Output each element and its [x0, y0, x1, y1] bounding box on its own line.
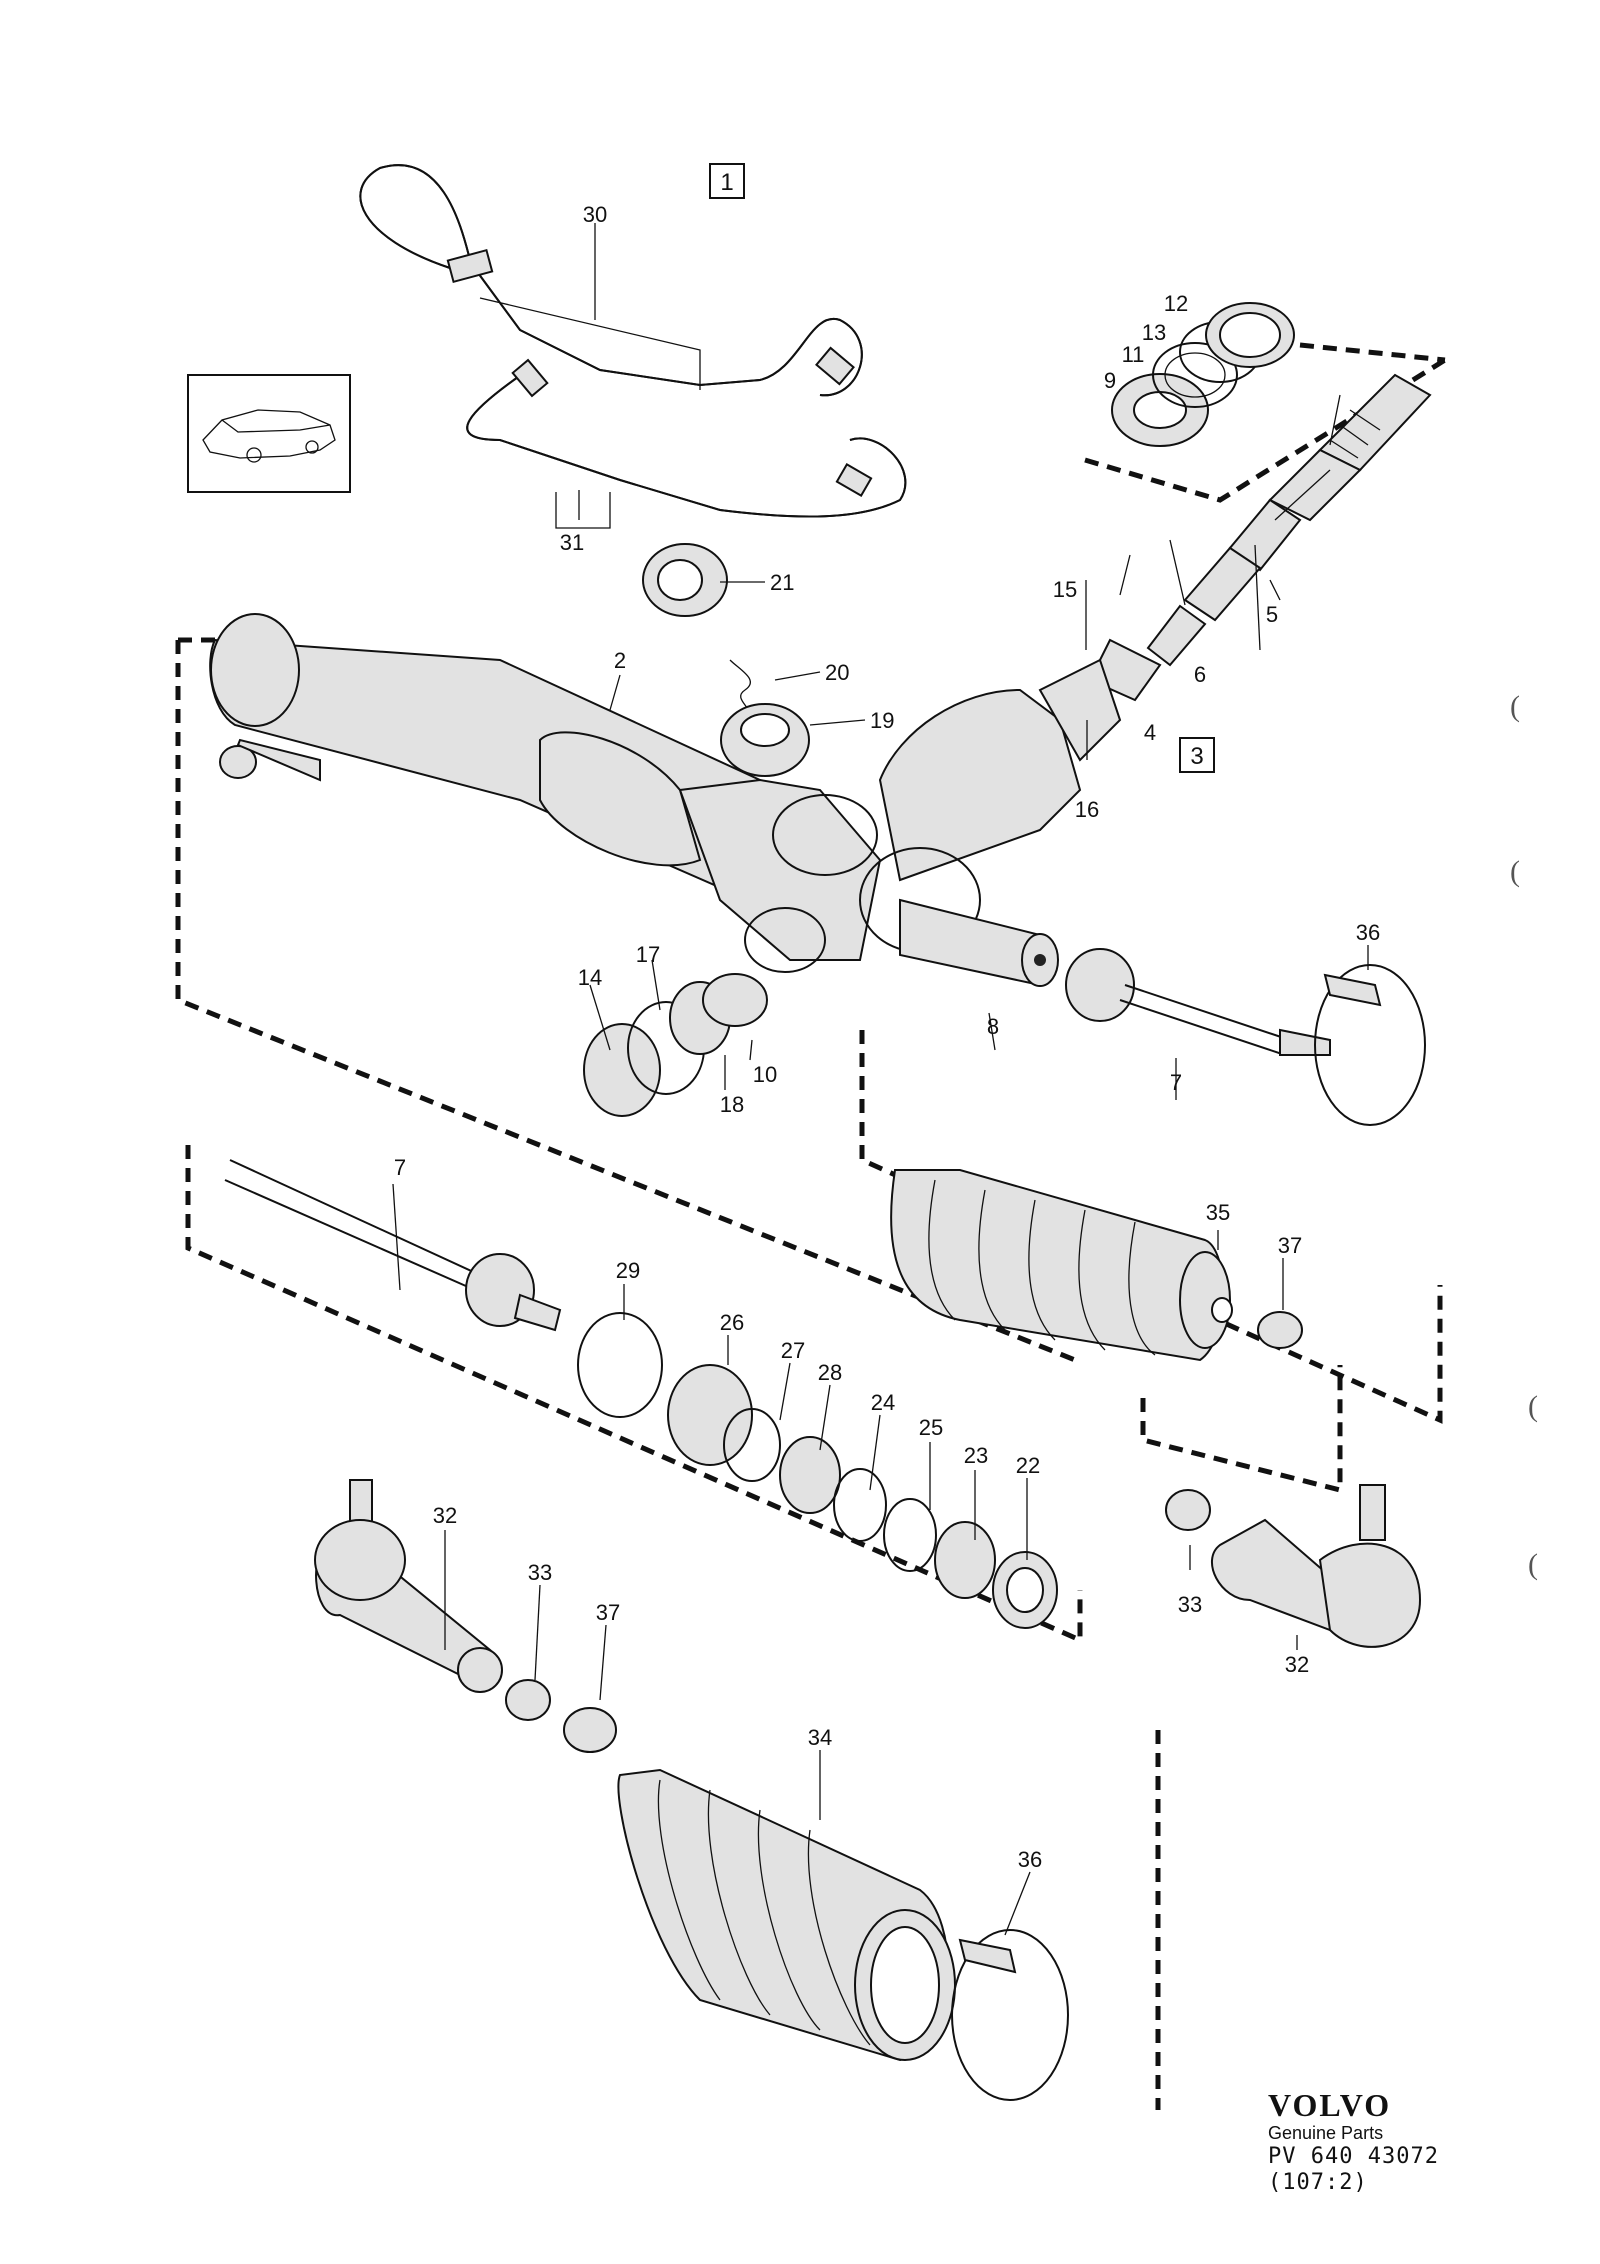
group-box-label: 3: [1190, 743, 1203, 770]
part-label-23: 23: [964, 1443, 988, 1468]
tie-rod-end-left: [314, 1479, 617, 1753]
tie-rod-end-right: [1165, 1484, 1422, 1648]
part-label-25: 25: [919, 1415, 943, 1440]
damper-set: [667, 1364, 1058, 1629]
ring-29: [577, 1312, 663, 1418]
part-label-22: 22: [1016, 1453, 1040, 1478]
part-label-17: 17: [636, 942, 660, 967]
part-label-24: 24: [871, 1390, 895, 1415]
part-label-32-left: 32: [433, 1503, 457, 1528]
part-label-21: 21: [770, 570, 794, 595]
clip-37-right: [1257, 1311, 1303, 1349]
clip-lower: [951, 1929, 1069, 2101]
margin-mark: (: [1510, 855, 1520, 888]
rubber-bellows-icon: [890, 1169, 1225, 1362]
part-label-10: 10: [753, 1062, 777, 1087]
part-label-11: 11: [1122, 342, 1145, 367]
part-label-6: 6: [1194, 662, 1206, 687]
part-label-12: 12: [1164, 291, 1188, 316]
part-label-20: 20: [825, 660, 849, 685]
part-label-19: 19: [870, 708, 894, 733]
part-label-8: 8: [987, 1014, 999, 1039]
part-label-27: 27: [781, 1338, 805, 1363]
bellows-left: [617, 1768, 956, 2062]
document-reference: (107:2): [1268, 2170, 1368, 2195]
inner-tie-rod-left: [224, 1159, 562, 1332]
inner-tie-rod-right: [1065, 948, 1331, 1056]
part-label-30: 30: [583, 202, 607, 227]
part-label-28: 28: [818, 1360, 842, 1385]
part-label-14: 14: [578, 965, 602, 990]
part-label-33-left: 33: [528, 1560, 552, 1585]
part-label-2: 2: [614, 648, 626, 673]
part-label-32-right: 32: [1285, 1652, 1309, 1677]
part-label-26: 26: [720, 1310, 744, 1335]
part-label-5: 5: [1266, 602, 1278, 627]
part-label-18: 18: [720, 1092, 744, 1117]
part-label-35: 35: [1206, 1200, 1230, 1225]
group-box-label: 1: [720, 169, 733, 196]
brand-subtitle: Genuine Parts: [1268, 2123, 1384, 2143]
margin-mark: (: [1528, 1548, 1538, 1581]
bellows-right: [890, 1169, 1233, 1362]
pinion-bearing-set: [1111, 302, 1295, 447]
part-label-16: 16: [1075, 797, 1099, 822]
part-label-33-right: 33: [1178, 1592, 1202, 1617]
part-label-37-right: 37: [1278, 1233, 1302, 1258]
car-thumbnail: [187, 374, 351, 493]
tie-rod-end-icon: [1318, 1542, 1422, 1648]
steering-rack-housing: [209, 613, 1122, 987]
margin-mark: (: [1528, 1390, 1538, 1423]
part-label-31: 31: [560, 530, 584, 555]
part-label-29: 29: [616, 1258, 640, 1283]
part-label-34: 34: [808, 1725, 832, 1750]
part-label-9: 9: [1104, 368, 1116, 393]
part-label-36-lower: 36: [1018, 1847, 1042, 1872]
part-labels: 30 31 21 20 19 2 12 13 11 9 5 6 4 15 16 …: [394, 202, 1380, 1872]
part-label-37-left: 37: [596, 1600, 620, 1625]
part-label-36-upper: 36: [1356, 920, 1380, 945]
brand-block: VOLVO Genuine Parts PV 640 43072 (107:2): [1268, 2088, 1568, 2196]
car-icon: [202, 409, 336, 459]
yoke-adjuster: [642, 543, 810, 777]
hydraulic-hoses: [359, 164, 907, 529]
part-label-4: 4: [1144, 720, 1156, 745]
group-box-1: 1: [709, 163, 745, 199]
margin-mark: (: [1510, 690, 1520, 723]
pinion-seals: [583, 973, 768, 1117]
clip-upper: [1314, 964, 1426, 1126]
document-code: PV 640 43072: [1268, 2144, 1439, 2169]
part-label-13: 13: [1142, 320, 1166, 345]
brand-logo: VOLVO: [1268, 2087, 1392, 2123]
group-box-3: 3: [1179, 737, 1215, 773]
part-label-7-lower: 7: [394, 1155, 406, 1180]
part-label-15: 15: [1053, 577, 1077, 602]
leader-lines: [392, 223, 1369, 1936]
part-label-7-upper: 7: [1170, 1070, 1182, 1095]
hydraulic-hose-icon: [359, 164, 471, 269]
